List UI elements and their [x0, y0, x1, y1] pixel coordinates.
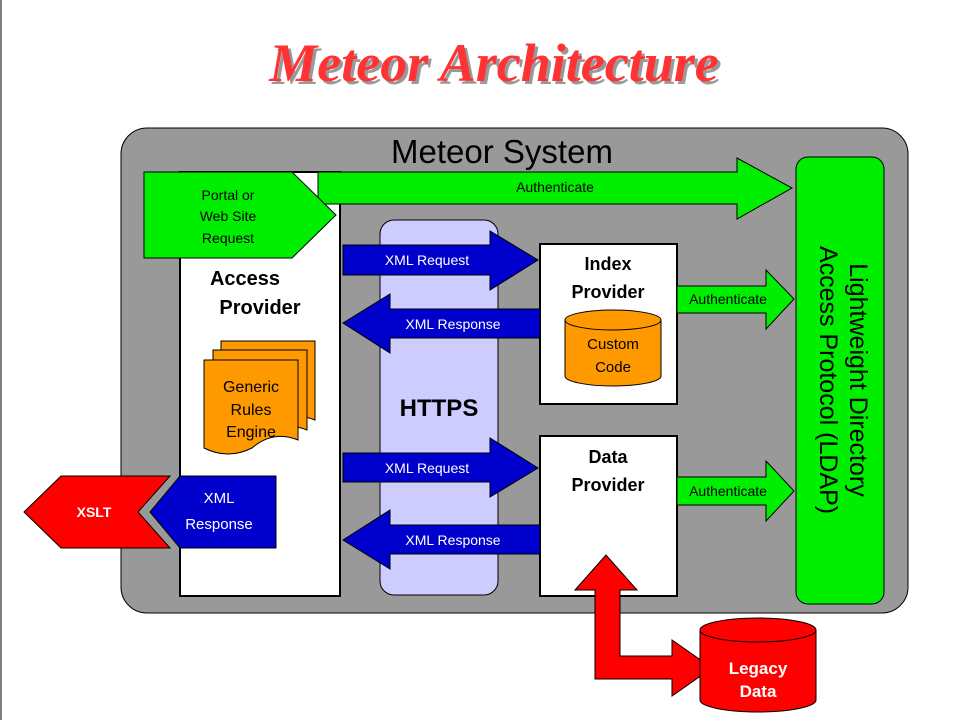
rules-engine-label-2: Rules	[231, 402, 272, 419]
data-provider-label-1: Data	[588, 447, 628, 467]
authenticate-index-label: Authenticate	[689, 291, 767, 307]
ldap-box	[795, 156, 885, 605]
xml-request-arrow-2	[342, 437, 539, 498]
portal-label-3: Request	[202, 230, 254, 246]
portal-label-2: Web Site	[200, 208, 257, 224]
authenticate-index-arrow	[676, 268, 795, 331]
index-provider-label-2: Provider	[571, 282, 644, 302]
portal-label-1: Portal or	[202, 187, 255, 203]
xml-response-doc-label-2: Response	[185, 516, 253, 533]
access-provider-label-2: Provider	[219, 297, 300, 319]
access-provider-label-1: Access	[210, 268, 280, 290]
xml-request-label-2: XML Request	[385, 460, 469, 476]
xslt-arrow	[23, 475, 172, 549]
svg-text:Meteor Architecture: Meteor Architecture	[271, 36, 721, 96]
page-title: Meteor Architecture Meteor Architecture	[268, 33, 721, 96]
legacy-data-connector-arrow	[573, 554, 713, 697]
xml-response-arrow-2	[342, 509, 541, 570]
xml-response-label-2: XML Response	[405, 532, 500, 548]
authenticate-data-label: Authenticate	[689, 483, 767, 499]
authenticate-top-arrow	[317, 157, 794, 220]
custom-code-label-1: Custom	[587, 336, 639, 353]
xml-response-label-1: XML Response	[405, 316, 500, 332]
authenticate-top-label: Authenticate	[516, 179, 594, 195]
data-provider-label-2: Provider	[571, 475, 644, 495]
rules-engine-label-3: Engine	[226, 424, 276, 441]
xml-request-label-1: XML Request	[385, 252, 469, 268]
legacy-data-cylinder	[699, 617, 817, 713]
portal-request-shape	[143, 171, 337, 259]
https-label: HTTPS	[400, 395, 479, 422]
legacy-data-label-1: Legacy	[729, 659, 788, 678]
ldap-label-1: Lightweight Directory	[844, 263, 872, 497]
xml-request-arrow-1	[342, 230, 539, 291]
generic-rules-engine-icon	[203, 340, 316, 455]
authenticate-data-arrow	[676, 459, 795, 523]
meteor-system-label: Meteor System	[391, 133, 613, 170]
xml-response-doc-label-1: XML	[204, 490, 235, 507]
xslt-label: XSLT	[77, 504, 112, 520]
custom-code-cylinder	[564, 309, 662, 387]
xml-response-doc	[149, 475, 277, 549]
rules-engine-label-1: Generic	[223, 379, 279, 396]
index-provider-label-1: Index	[584, 254, 631, 274]
legacy-data-label-2: Data	[740, 682, 777, 701]
svg-text:Meteor Architecture: Meteor Architecture	[268, 33, 718, 93]
xml-response-arrow-1	[342, 293, 541, 354]
custom-code-label-2: Code	[595, 359, 631, 376]
ldap-label-2: Access Protocol (LDAP)	[814, 246, 842, 514]
